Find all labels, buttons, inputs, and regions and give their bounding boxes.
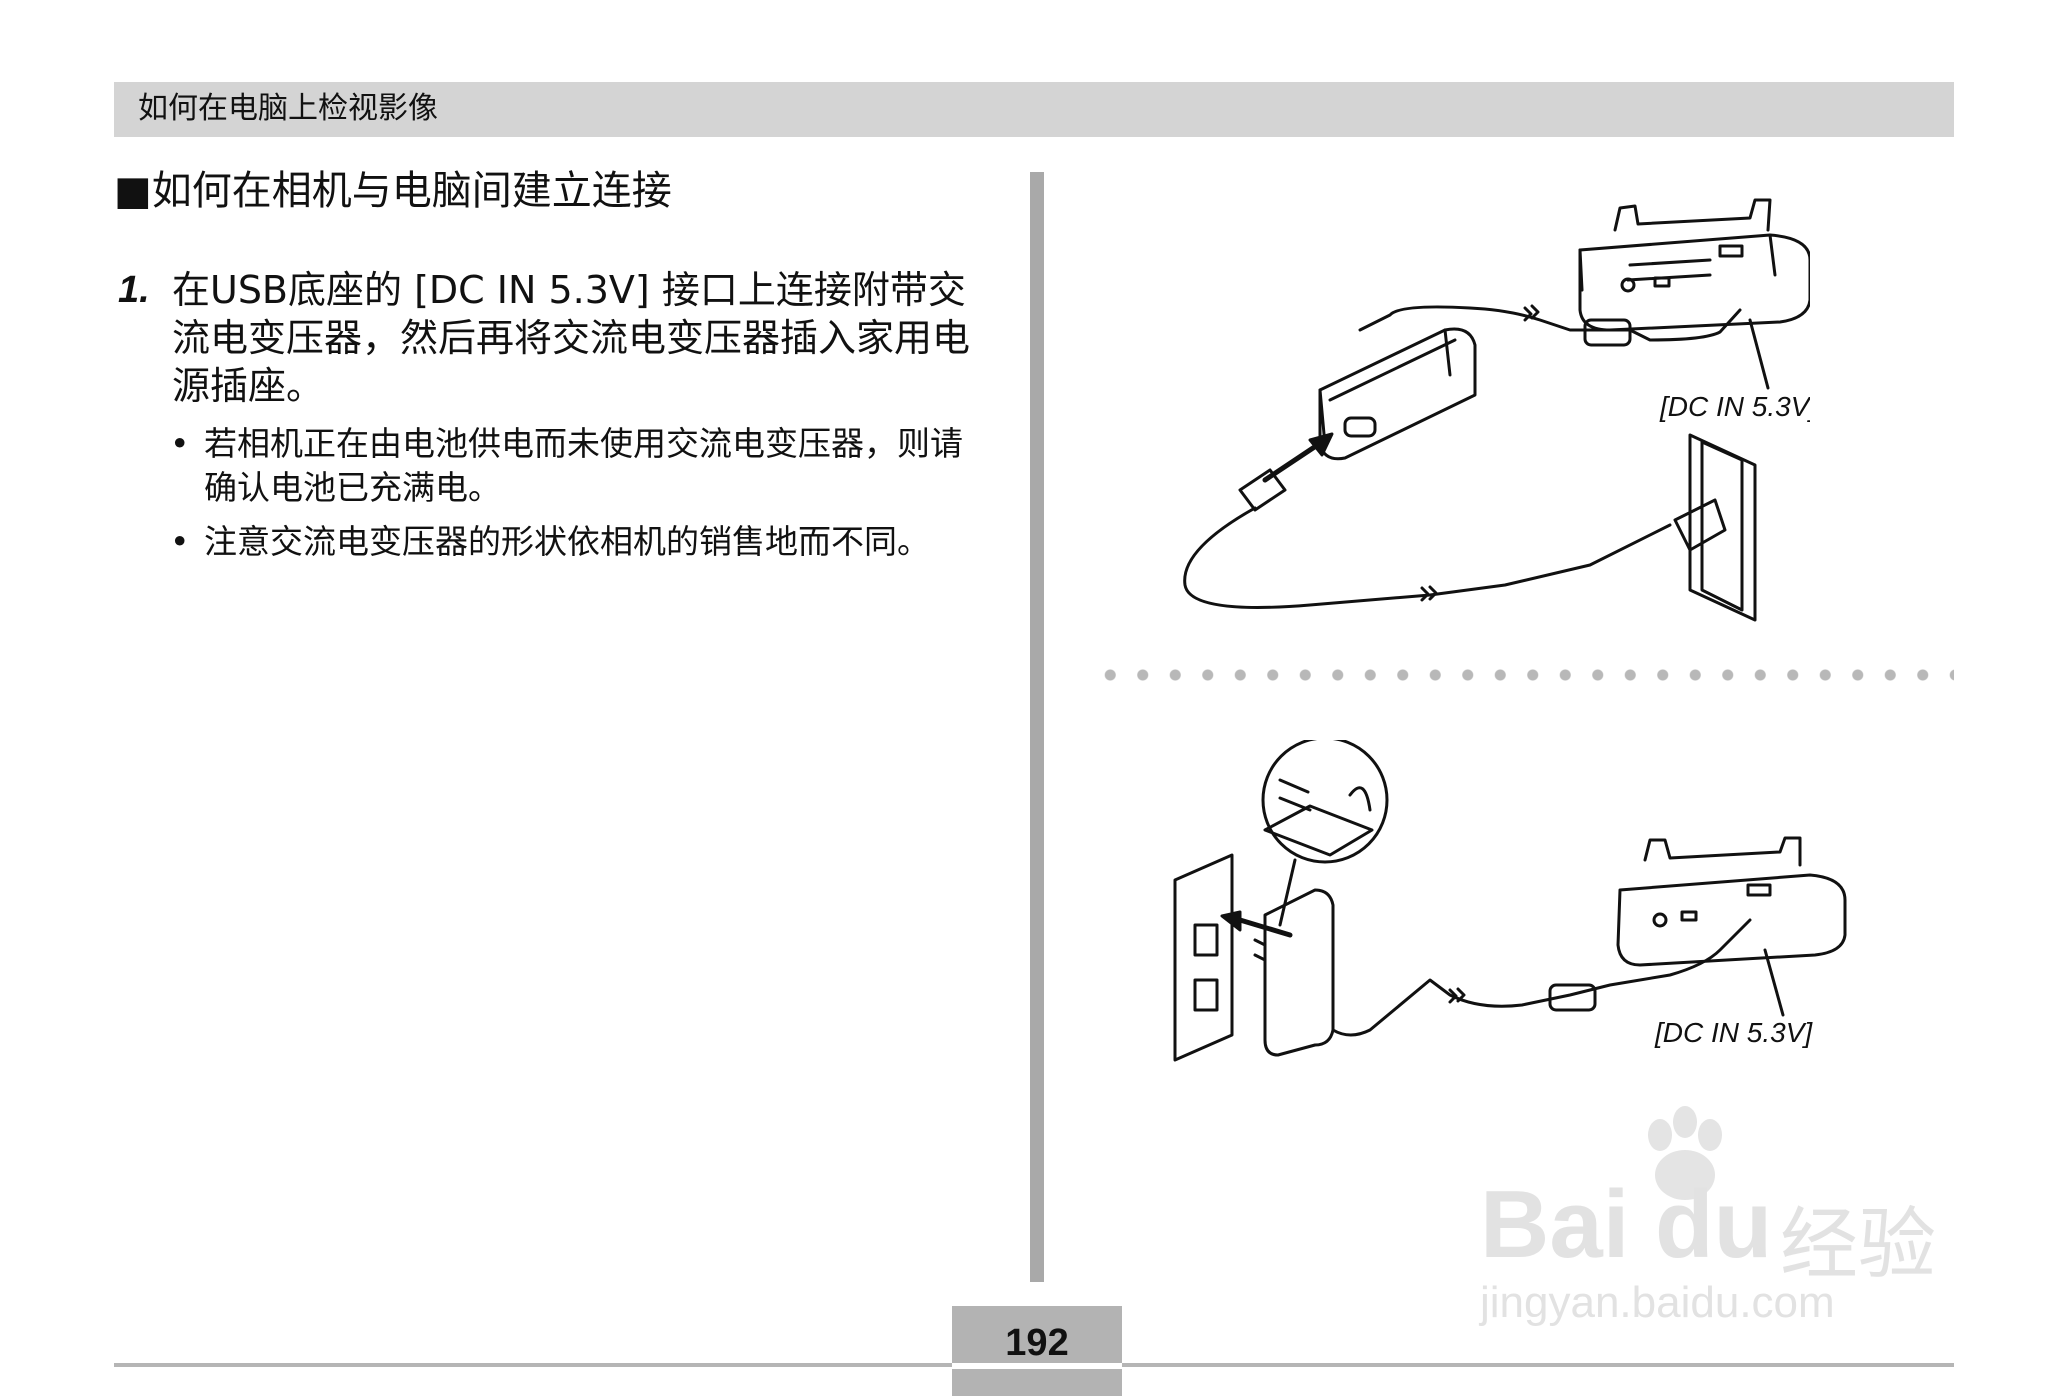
watermark: Bai du 经验 jingyan.baidu.com — [1480, 1106, 1960, 1327]
figure-adapter-folding-plug: [DC IN 5.3V] — [1173, 740, 1847, 1062]
paw-icon — [1648, 1106, 1722, 1200]
note-text: 若相机正在由电池供电而未使用交流电变压器，则请确认电池已充满电。 — [204, 424, 963, 507]
dotted-separator — [1094, 668, 1954, 682]
dc-in-label-bottom: [DC IN 5.3V] — [1654, 1017, 1813, 1048]
bullet-icon: • — [170, 522, 190, 561]
note-text: 注意交流电变压器的形状依相机的销售地而不同。 — [204, 522, 930, 561]
note-item: • 若相机正在由电池供电而未使用交流电变压器，则请确认电池已充满电。 — [164, 422, 964, 510]
usb-dock-icon — [1578, 198, 1810, 332]
watermark-suffix: 经验 — [1780, 1200, 1937, 1290]
watermark-brand: Bai — [1480, 1171, 1630, 1278]
page-header-bar: 如何在电脑上检视影像 — [114, 82, 1954, 137]
page-header-title: 如何在电脑上检视影像 — [138, 91, 438, 126]
page-number-band — [952, 1363, 1122, 1369]
page-number-box: 192 — [952, 1306, 1122, 1396]
note-item: • 注意交流电变压器的形状依相机的销售地而不同。 — [164, 520, 964, 564]
page-number: 192 — [1005, 1322, 1069, 1364]
section-title: ■如何在相机与电脑间建立连接 — [114, 168, 672, 214]
bullet-icon: • — [170, 424, 190, 463]
usb-dock-icon — [1616, 836, 1847, 967]
notes-list: • 若相机正在由电池供电而未使用交流电变压器，则请确认电池已充满电。 • 注意交… — [164, 422, 964, 574]
ac-adapter-icon — [1318, 327, 1477, 461]
folding-prongs-zoom-icon — [1261, 740, 1389, 927]
step-number: 1. — [118, 269, 150, 311]
wall-outlet-icon — [1673, 433, 1757, 622]
ac-adapter-icon — [1253, 888, 1335, 1057]
dc-in-label-top: [DC IN 5.3V] — [1659, 391, 1810, 422]
wall-outlet-icon — [1173, 853, 1234, 1062]
column-divider — [1030, 172, 1044, 1282]
figure-dock-adapter-wall-plug: [DC IN 5.3V] — [1183, 198, 1810, 622]
step-text: 在USB底座的 [DC IN 5.3V] 接口上连接附带交流电变压器，然后再将交… — [172, 268, 971, 408]
watermark-brand2: du — [1655, 1171, 1773, 1278]
watermark-url: jingyan.baidu.com — [1480, 1278, 1835, 1327]
